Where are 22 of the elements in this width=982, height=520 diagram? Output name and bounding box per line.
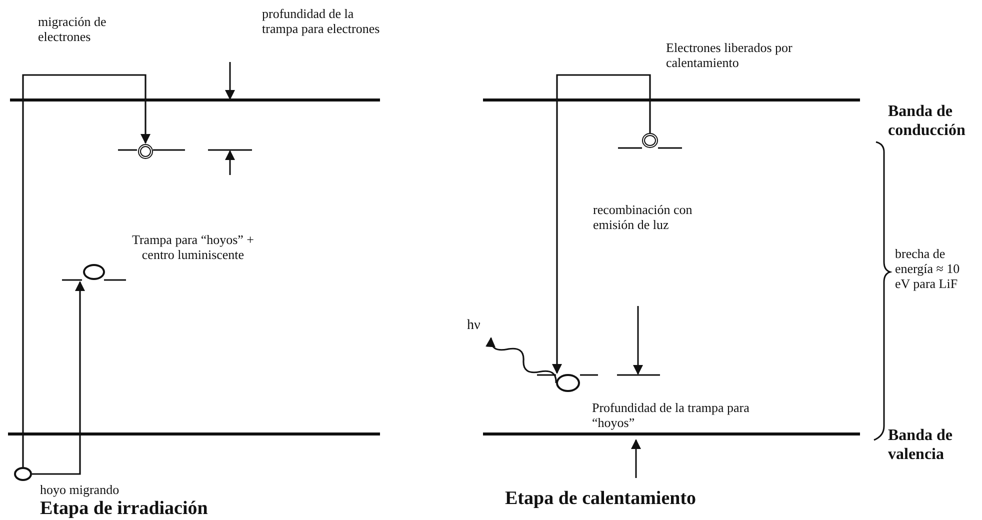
arrow (22, 74, 150, 467)
wavy-arrow (486, 337, 557, 383)
hole-symbol (14, 467, 32, 481)
note-text: profundidad de la trampa para electrones (262, 6, 381, 36)
edge-label: migración de electrones (38, 14, 108, 44)
stage-caption: Etapa de calentamiento (505, 488, 698, 509)
band-label: Banda de conducción (888, 102, 966, 140)
electron-symbol (138, 144, 153, 159)
note-text: brecha de energía ≈ 10 eV para LiF (895, 246, 961, 291)
hole-symbol (83, 264, 105, 280)
trap-caption: Trampa para “hoyos” + centro luminiscente (130, 232, 255, 262)
edge-label: hoyo migrando (40, 482, 120, 497)
band-label: Banda de valencia (888, 426, 954, 464)
arrow (552, 74, 651, 374)
stage-caption: Etapa de irradiación (40, 498, 209, 519)
hole-symbol (556, 374, 580, 392)
note-text: recombinación con emisión de luz (593, 202, 694, 232)
photon-label: hν (467, 318, 480, 333)
edge-label: Electrones liberados por calentamiento (666, 40, 794, 70)
electron-symbol (642, 133, 658, 148)
arrow (32, 281, 85, 475)
note-text: Profundidad de la trampa para “hoyos” (592, 400, 750, 430)
